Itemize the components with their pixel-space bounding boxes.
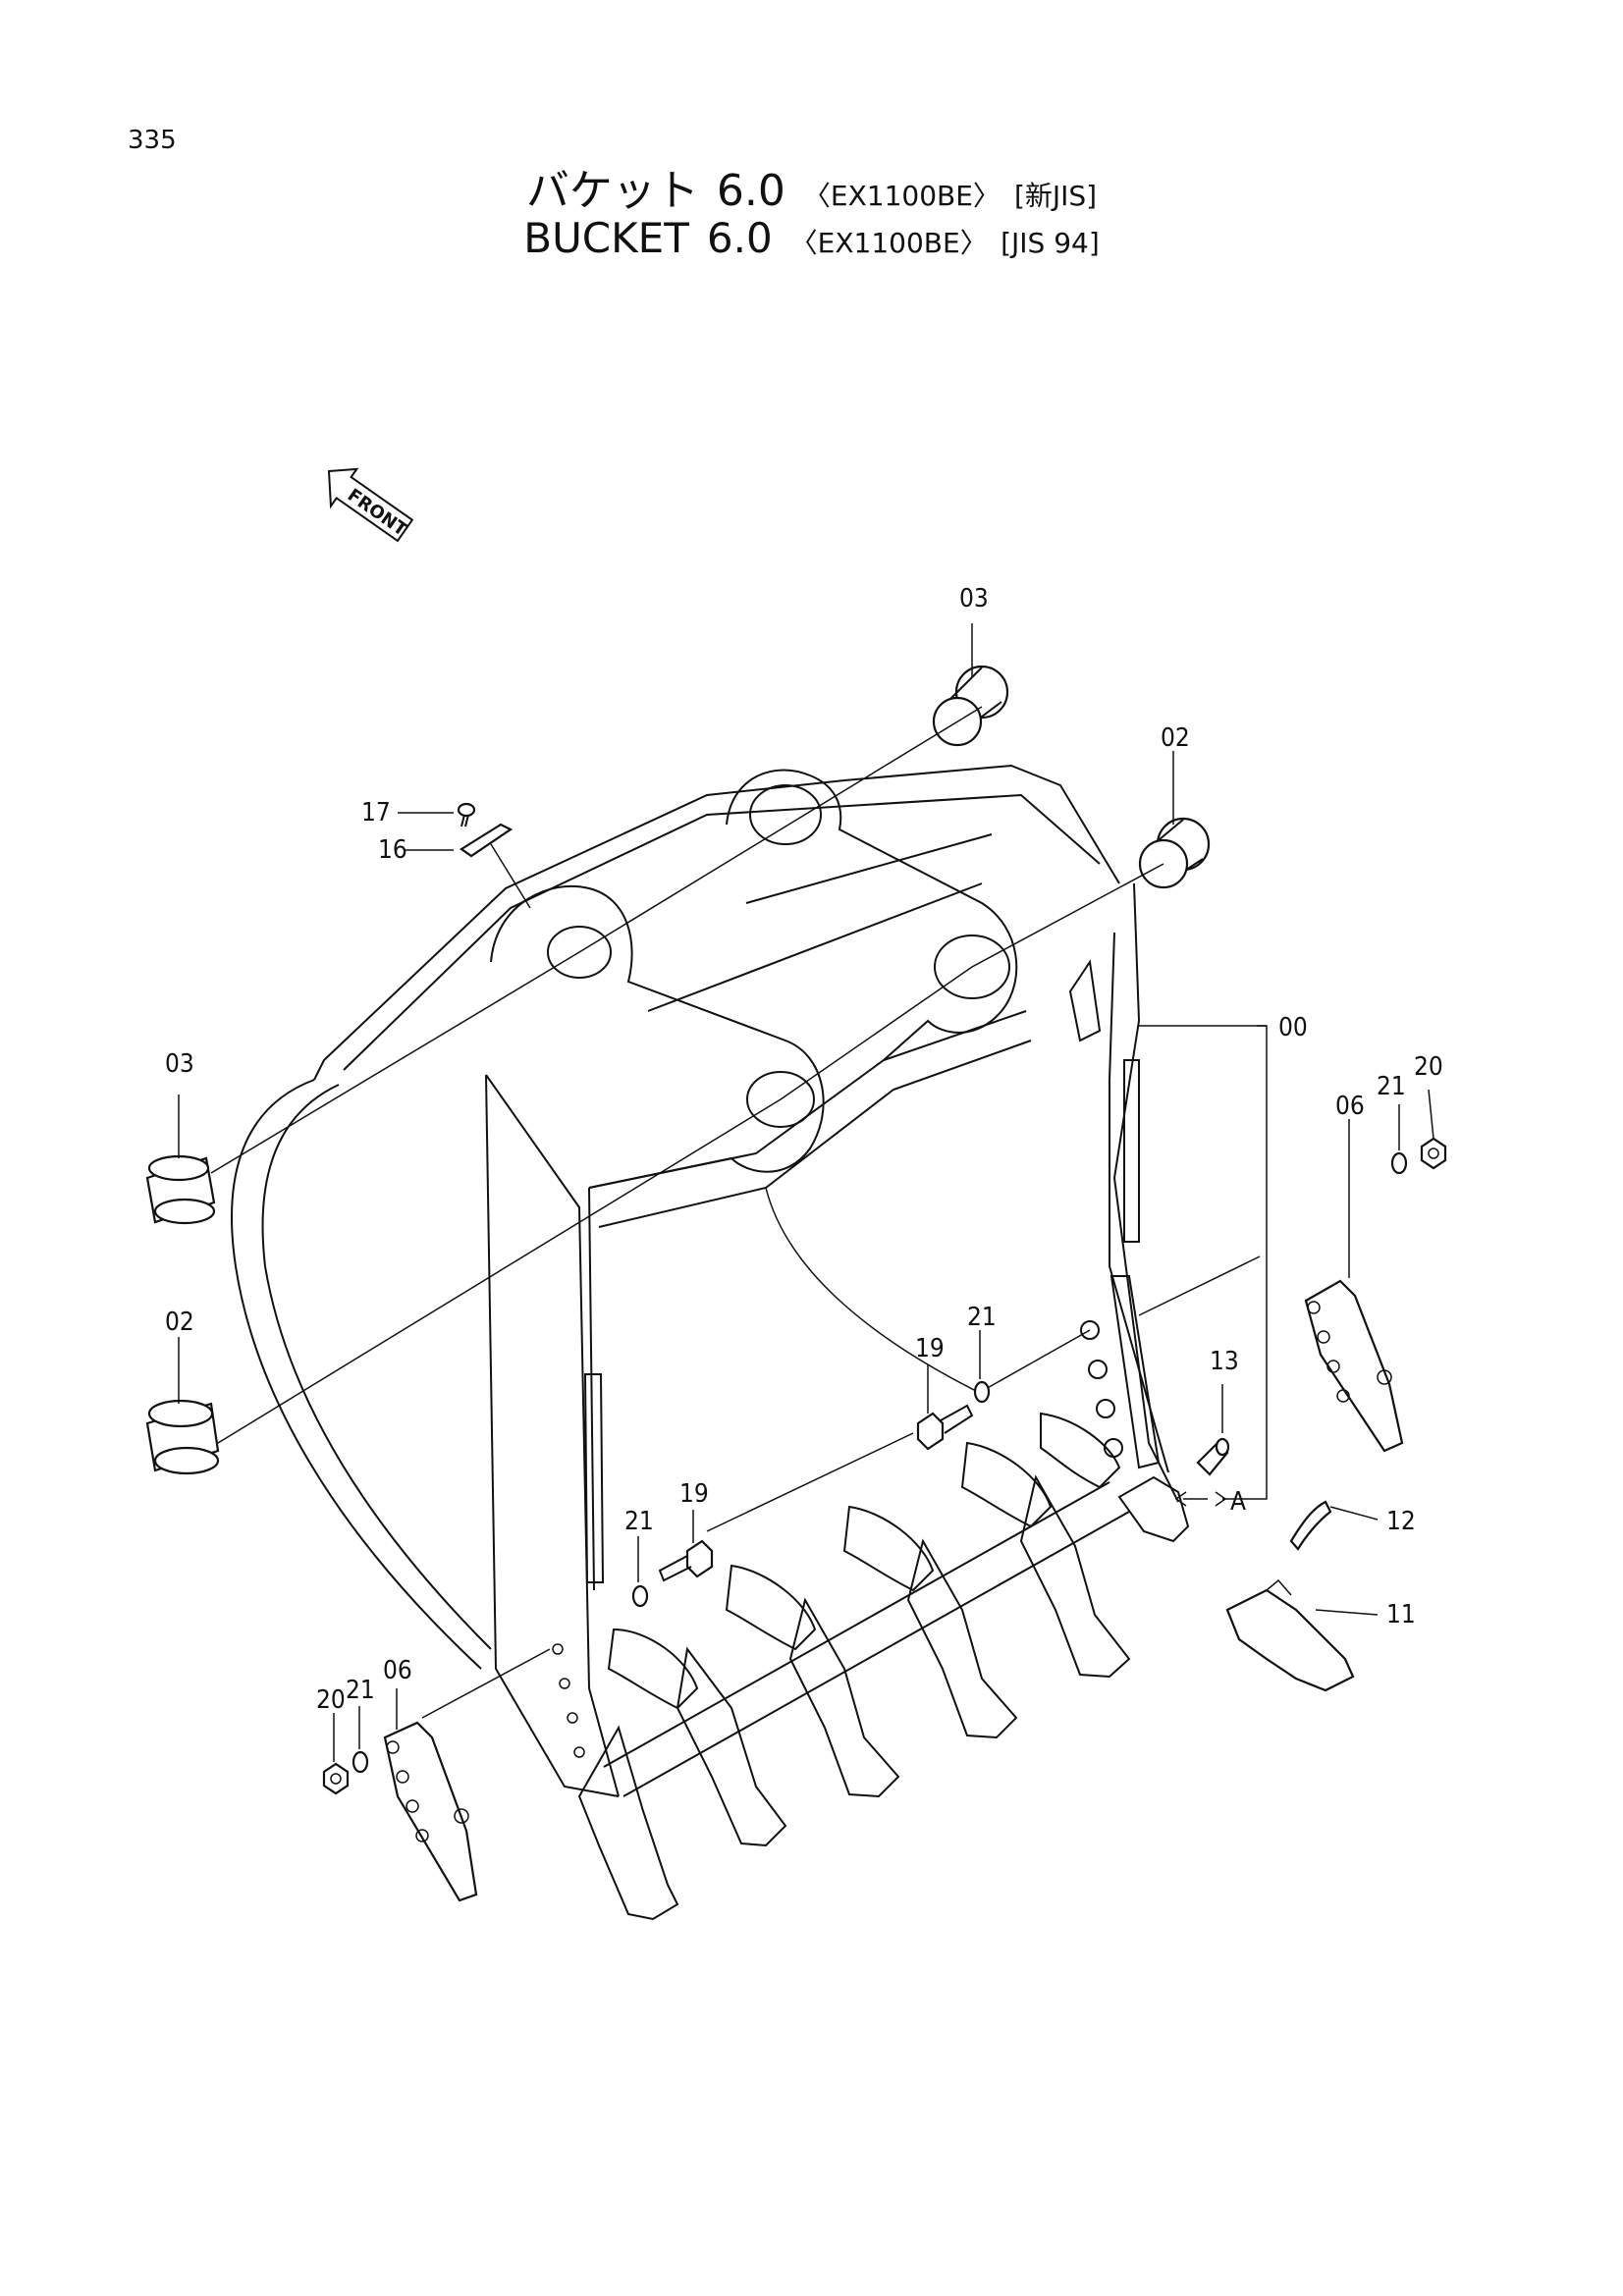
callout-20-right: 20 bbox=[1414, 1052, 1443, 1082]
section-label-a: A bbox=[1230, 1487, 1246, 1517]
callout-21-lower: 21 bbox=[624, 1507, 654, 1536]
washer-21-right bbox=[1390, 1151, 1408, 1175]
callout-leaders bbox=[178, 623, 1434, 1762]
callout-12: 12 bbox=[1386, 1507, 1416, 1536]
title-japanese: バケット 6.0 〈EX1100BE〉 [新JIS] bbox=[0, 155, 1623, 218]
callout-03-left: 03 bbox=[165, 1049, 194, 1079]
callout-21-center: 21 bbox=[967, 1303, 997, 1332]
callout-06-right: 06 bbox=[1335, 1092, 1365, 1121]
side-cutter-right bbox=[1304, 1279, 1404, 1453]
callout-13: 13 bbox=[1210, 1347, 1239, 1376]
callout-03-top: 03 bbox=[959, 584, 989, 614]
callout-06-left: 06 bbox=[383, 1656, 412, 1685]
side-cutter-left bbox=[383, 1721, 478, 1902]
callout-17: 17 bbox=[361, 798, 391, 828]
leader-right-cutter bbox=[1138, 1255, 1261, 1316]
plate-16 bbox=[460, 823, 514, 858]
lock-12 bbox=[1289, 1500, 1332, 1551]
bucket-lug-left bbox=[490, 884, 825, 1189]
callout-11: 11 bbox=[1386, 1600, 1416, 1629]
screw-17 bbox=[457, 802, 476, 828]
callout-labels: 03 02 17 16 00 03 20 21 06 02 21 19 13 1… bbox=[165, 584, 1443, 1715]
bushing-02-top bbox=[1138, 817, 1211, 889]
pin-centerline-02 bbox=[217, 863, 1164, 1444]
nut-20-left bbox=[322, 1762, 350, 1795]
callout-21-right: 21 bbox=[1377, 1072, 1406, 1101]
leader-right-bolt bbox=[976, 1329, 1091, 1395]
washer-21-center bbox=[973, 1380, 991, 1404]
callout-21-left: 21 bbox=[346, 1676, 375, 1705]
pin-13 bbox=[1196, 1437, 1230, 1476]
callout-02-left: 02 bbox=[165, 1308, 194, 1337]
leader-center-bolt bbox=[706, 1432, 914, 1532]
page-number: 335 bbox=[128, 126, 177, 155]
leader-left-cutter bbox=[421, 1648, 551, 1719]
bucket-teeth bbox=[577, 1412, 1131, 1921]
bolt-19-center bbox=[916, 1404, 974, 1451]
callout-19-center: 19 bbox=[915, 1334, 945, 1363]
title-jp-capacity: 6.0 bbox=[716, 166, 785, 216]
bushing-03-left bbox=[145, 1154, 216, 1225]
callout-00: 00 bbox=[1278, 1013, 1308, 1042]
title-english: BUCKET 6.0 〈EX1100BE〉 [JIS 94] bbox=[0, 214, 1623, 262]
bolt-19-left bbox=[658, 1539, 714, 1582]
callout-19-left: 19 bbox=[679, 1479, 709, 1509]
bucket-body bbox=[231, 764, 1179, 1797]
callout-02-top: 02 bbox=[1161, 723, 1190, 753]
title-jp-model: 〈EX1100BE〉 bbox=[802, 180, 1001, 212]
title-jp-standard: [新JIS] bbox=[1013, 180, 1098, 212]
nut-20-right bbox=[1420, 1137, 1447, 1170]
bushing-03-top bbox=[932, 665, 1009, 747]
front-arrow-icon: FRONT bbox=[327, 467, 414, 543]
callout-20-left: 20 bbox=[316, 1685, 346, 1715]
leader-16-to-body bbox=[490, 843, 531, 909]
bushing-02-left bbox=[145, 1399, 220, 1475]
title-en-capacity: 6.0 bbox=[706, 214, 773, 262]
washer-21-left bbox=[352, 1750, 369, 1774]
title-en-model: 〈EX1100BE〉 bbox=[789, 227, 988, 259]
bucket-lug-right bbox=[726, 769, 1018, 1061]
washer-21-lower bbox=[631, 1584, 649, 1608]
title-jp-main: バケット bbox=[525, 166, 699, 216]
callout-16: 16 bbox=[378, 835, 407, 865]
title-en-main: BUCKET bbox=[523, 214, 689, 262]
title-en-standard: [JIS 94] bbox=[1001, 227, 1100, 259]
tooth-11 bbox=[1225, 1578, 1355, 1692]
corner-adapter-right bbox=[1117, 1475, 1190, 1543]
pin-centerline-03 bbox=[210, 706, 983, 1174]
